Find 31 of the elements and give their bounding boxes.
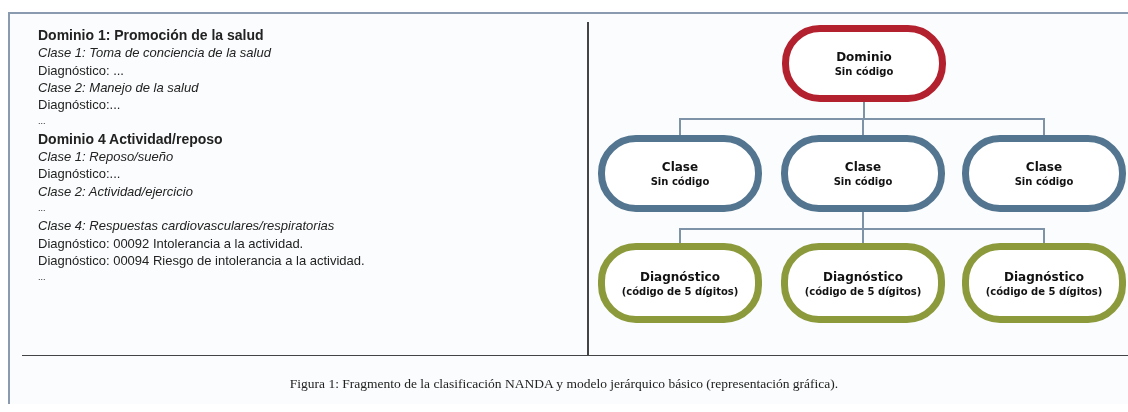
class-heading: Clase 1: Toma de conciencia de la salud	[38, 44, 273, 62]
node-subtitle: Sin código	[834, 65, 894, 78]
class-heading: Clase 2: Actividad/ejercicio	[38, 182, 194, 200]
class-heading: Clase 4: Respuestas cardiovasculares/respiratorias	[38, 217, 336, 235]
domain-heading: Dominio 4 Actividad/reposo	[38, 130, 224, 149]
node-title: Clase	[844, 159, 882, 175]
node-title: Diagnóstico	[1004, 268, 1084, 285]
node-subtitle: Sin código	[650, 175, 710, 188]
figure-caption: Figura 1: Fragmento de la clasificación NANDA y modelo jerárquico básico (representación gráfica).	[288, 375, 840, 393]
ellipsis-text: ...	[38, 271, 47, 285]
ellipsis-text: ...	[38, 201, 47, 215]
diagnosis-text: Diagnóstico: ...	[38, 61, 125, 79]
ellipsis-text: ...	[38, 115, 47, 129]
diagnosis-text: Diagnóstico:...	[38, 165, 122, 183]
class-heading: Clase 2: Manejo de la salud	[38, 78, 200, 97]
node-title: Clase	[1025, 159, 1063, 175]
node-subtitle: (código de 5 dígitos)	[804, 284, 922, 298]
node-subtitle: (código de 5 dígitos)	[985, 284, 1103, 298]
node-title: Dominio	[836, 49, 892, 65]
node-title: Diagnóstico	[823, 268, 903, 285]
class-heading: Clase 1: Reposo/sueño	[38, 148, 175, 166]
node-subtitle: (código de 5 dígitos)	[621, 284, 739, 298]
connector-line	[863, 101, 1045, 136]
diagnosis-text: Diagnóstico:...	[38, 96, 122, 114]
node-subtitle: Sin código	[833, 175, 893, 188]
diagnosis-text: Diagnóstico: 00094 Riesgo de intolerancia a la actividad.	[38, 251, 366, 270]
domain-heading: Dominio 1: Promoción de la salud	[38, 27, 265, 45]
node-subtitle: Sin código	[1014, 175, 1074, 188]
node-title: Diagnóstico	[640, 268, 720, 285]
diagnosis-text: Diagnóstico: 00092 Intolerancia a la actividad.	[38, 234, 305, 252]
node-title: Clase	[661, 159, 699, 175]
